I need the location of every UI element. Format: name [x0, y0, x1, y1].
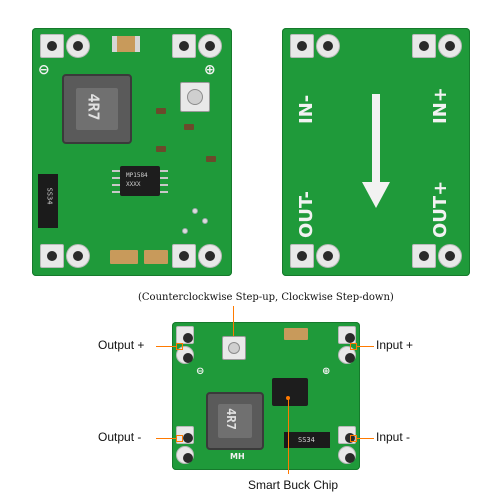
diode: SS34	[38, 174, 58, 228]
resistor-4	[206, 156, 216, 162]
capacitor-top-end-b	[135, 36, 140, 52]
resistor-1	[156, 108, 166, 114]
label-out-minus: OUT-	[296, 190, 317, 238]
ann-diode: SS34	[284, 432, 330, 448]
capacitor-bottom-left	[110, 250, 138, 264]
back-pad-bottom-left-1	[290, 244, 314, 268]
back-board: IN- IN+ OUT- OUT+	[282, 28, 470, 276]
pad-bottom-left-1	[40, 244, 64, 268]
ann-pad-top-left-1	[176, 326, 194, 344]
back-pad-top-right-1	[412, 34, 436, 58]
chip-legs-left	[112, 170, 120, 172]
adjust-caption: (Counterclockwise Step-up, Clockwise Ste…	[138, 292, 394, 303]
resistor-3	[156, 146, 166, 152]
callout-output-plus: Output +	[98, 338, 145, 352]
back-pad-bottom-right-2	[438, 244, 462, 268]
target-input-plus	[350, 343, 357, 350]
callout-output-minus: Output -	[98, 430, 142, 444]
diode-label: SS34	[45, 187, 54, 205]
callout-input-minus: Input -	[376, 430, 411, 444]
chip-legs-right	[160, 170, 168, 172]
pad-bottom-right-2	[198, 244, 222, 268]
ann-pad-top-right-1	[338, 326, 356, 344]
ann-plus-symbol-icon: ⊕	[322, 366, 331, 377]
callout-smart-buck-chip: Smart Buck Chip	[248, 478, 339, 492]
chip-line-1: MP1584	[126, 172, 148, 179]
target-output-plus	[176, 343, 183, 350]
ann-pad-top-right-2	[338, 346, 356, 364]
chip-line-2: XXXX	[126, 181, 141, 188]
resistor-2	[184, 124, 194, 130]
ann-pad-bottom-left-1	[176, 426, 194, 444]
pad-top-left-1	[40, 34, 64, 58]
pad-bottom-right-1	[172, 244, 196, 268]
back-pad-bottom-left-2	[316, 244, 340, 268]
capacitor-top	[112, 36, 140, 52]
ann-diode-label: SS34	[298, 436, 315, 444]
capacitor-top-end-a	[112, 36, 117, 52]
leader-buck-chip	[288, 398, 289, 474]
via-1	[192, 208, 198, 214]
label-out-plus: OUT+	[430, 180, 451, 238]
back-pad-top-right-2	[438, 34, 462, 58]
ann-potentiometer-knob[interactable]	[228, 342, 240, 354]
plus-symbol-icon: ⊕	[204, 62, 216, 78]
back-pad-top-left-1	[290, 34, 314, 58]
potentiometer[interactable]	[180, 82, 210, 112]
callout-input-plus: Input +	[376, 338, 414, 352]
pad-bottom-left-2	[66, 244, 90, 268]
potentiometer-knob[interactable]	[187, 89, 203, 105]
leader-potentiometer	[233, 306, 234, 336]
front-board: ⊖ ⊕ 4R7 MP1584 XXXX SS34	[32, 28, 232, 276]
ann-pad-top-left-2	[176, 346, 194, 364]
target-buck-chip	[286, 396, 290, 400]
ann-minus-symbol-icon: ⊖	[196, 366, 205, 377]
down-arrow-icon	[362, 94, 390, 208]
back-pad-top-left-2	[316, 34, 340, 58]
pad-top-left-2	[66, 34, 90, 58]
ann-inductor-core	[218, 404, 252, 438]
label-in-plus: IN+	[430, 87, 451, 124]
buck-chip: MP1584 XXXX	[120, 166, 160, 196]
via-2	[202, 218, 208, 224]
ann-potentiometer[interactable]	[222, 336, 246, 360]
pad-top-right-1	[172, 34, 196, 58]
leader-output-minus	[156, 438, 176, 439]
ann-buck-chip	[272, 378, 308, 406]
leader-output-plus	[156, 346, 176, 347]
pad-top-right-2	[198, 34, 222, 58]
back-pad-bottom-right-1	[412, 244, 436, 268]
capacitor-bottom-right	[144, 250, 168, 264]
via-3	[182, 228, 188, 234]
inductor-core	[76, 88, 118, 130]
minus-symbol-icon: ⊖	[38, 62, 50, 78]
label-in-minus: IN-	[296, 94, 317, 124]
inductor-label: 4R7	[84, 93, 103, 121]
ann-inductor-label: 4R7	[223, 408, 238, 430]
ann-capacitor-top	[284, 328, 308, 340]
ann-inductor: 4R7	[206, 392, 264, 450]
leader-input-plus	[356, 346, 374, 347]
inductor: 4R7	[62, 74, 132, 144]
ann-silk-mh: MH	[230, 452, 245, 461]
ann-pad-bottom-left-2	[176, 446, 194, 464]
target-output-minus	[176, 435, 183, 442]
annotated-board: 4R7 SS34 MH ⊖ ⊕	[172, 322, 360, 470]
ann-pad-bottom-right-2	[338, 446, 356, 464]
target-input-minus	[350, 435, 357, 442]
leader-input-minus	[356, 438, 374, 439]
